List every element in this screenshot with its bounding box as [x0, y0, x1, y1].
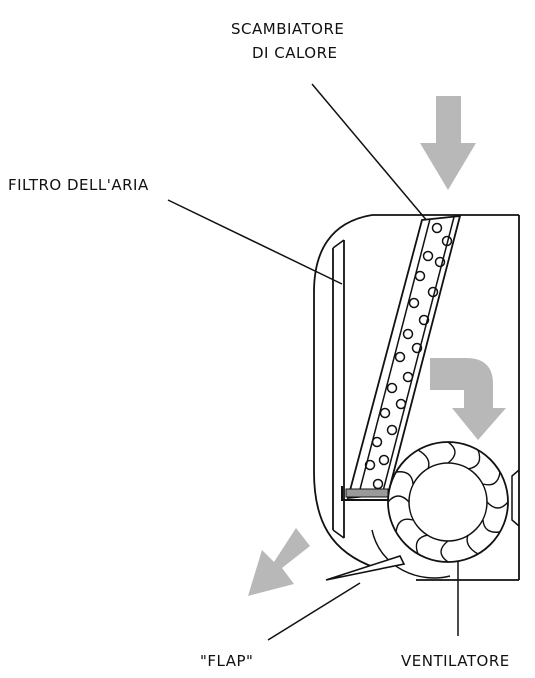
heat-exchanger-leader-line [311, 83, 429, 223]
airflow-arrows [248, 96, 506, 596]
fan [371, 441, 509, 579]
air-filter [332, 239, 345, 539]
air-filter-label: FILTRO DELL'ARIA [8, 176, 149, 194]
unit-housing [313, 214, 520, 581]
fan-label: VENTILATORE [401, 652, 510, 670]
internal-flow-arrow [430, 358, 506, 440]
flap [325, 555, 406, 581]
air-filter-leader-line [167, 199, 343, 285]
flap-leader-line [267, 582, 361, 641]
flap-label: "FLAP" [200, 652, 253, 670]
heat-exchanger-label-line2: DI CALORE [252, 44, 338, 62]
outlet-arrow [248, 528, 310, 596]
intake-arrow [420, 96, 476, 190]
heat-exchanger-label-line1: SCAMBIATORE [231, 20, 344, 38]
fan-blades [387, 441, 509, 563]
heat-exchanger-tubes [364, 222, 453, 490]
